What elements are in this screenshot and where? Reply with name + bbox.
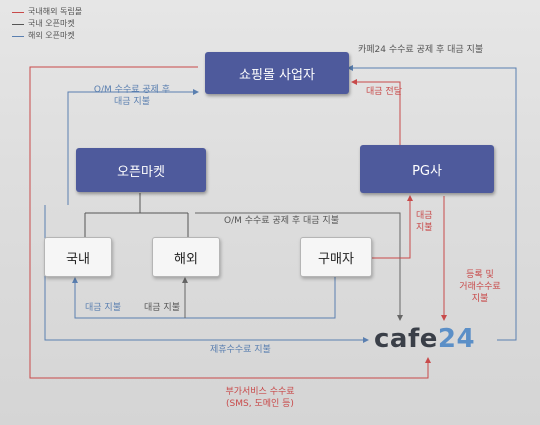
legend-item: 국내해외 독립몰	[12, 6, 82, 18]
domestic-node: 국내	[44, 237, 112, 277]
label-line: O/M 수수료 공제 후	[93, 85, 171, 95]
legend-swatch	[12, 11, 24, 13]
logo-text: cafe	[374, 324, 438, 354]
label-line: 지불	[471, 294, 489, 304]
label-line: 등록 및	[466, 270, 494, 280]
label-line: 대금	[416, 211, 433, 221]
cafe24-logo: cafe24	[374, 324, 475, 354]
open-market-node: 오픈마켓	[76, 148, 206, 192]
label-registration-fee: 등록 및 거래수수료 지불	[448, 269, 512, 305]
legend: 국내해외 독립몰 국내 오픈마켓 해외 오픈마켓	[12, 6, 82, 42]
label-payment-vertical: 대금 지불	[416, 210, 433, 234]
legend-item: 국내 오픈마켓	[12, 18, 82, 30]
label-payment-left: 대금 지불	[85, 303, 121, 313]
buyer-node: 구매자	[300, 237, 372, 277]
label-line: 지불	[416, 223, 433, 233]
legend-label: 국내해외 독립몰	[28, 7, 83, 16]
legend-label: 국내 오픈마켓	[28, 19, 75, 28]
legend-swatch	[12, 23, 24, 25]
label-line: (SMS, 도메인 등)	[226, 399, 294, 409]
label-payment-right: 대금 지불	[144, 303, 180, 313]
legend-swatch	[12, 35, 24, 37]
label-payment-transfer: 대금 전달	[366, 87, 402, 97]
label-cafe24-fee-payment: 카페24 수수료 공제 후 대금 지불	[358, 45, 484, 55]
label-om-fee-payment-mid: O/M 수수료 공제 후 대금 지불	[224, 216, 339, 226]
label-om-fee-payment: O/M 수수료 공제 후 대금 지불	[80, 84, 184, 108]
legend-item: 해외 오픈마켓	[12, 30, 82, 42]
logo-number: 24	[437, 324, 476, 354]
label-line: 거래수수료	[459, 282, 501, 292]
label-line: 부가서비스 수수료	[225, 387, 295, 397]
label-line: 대금 지불	[114, 97, 150, 107]
legend-label: 해외 오픈마켓	[28, 31, 75, 40]
shopping-mall-node: 쇼핑몰 사업자	[205, 52, 349, 94]
pg-node: PG사	[360, 145, 494, 193]
overseas-node: 해외	[152, 237, 220, 277]
label-affiliate-fee: 제휴수수료 지불	[210, 345, 271, 355]
label-addon-fee: 부가서비스 수수료 (SMS, 도메인 등)	[205, 386, 315, 410]
